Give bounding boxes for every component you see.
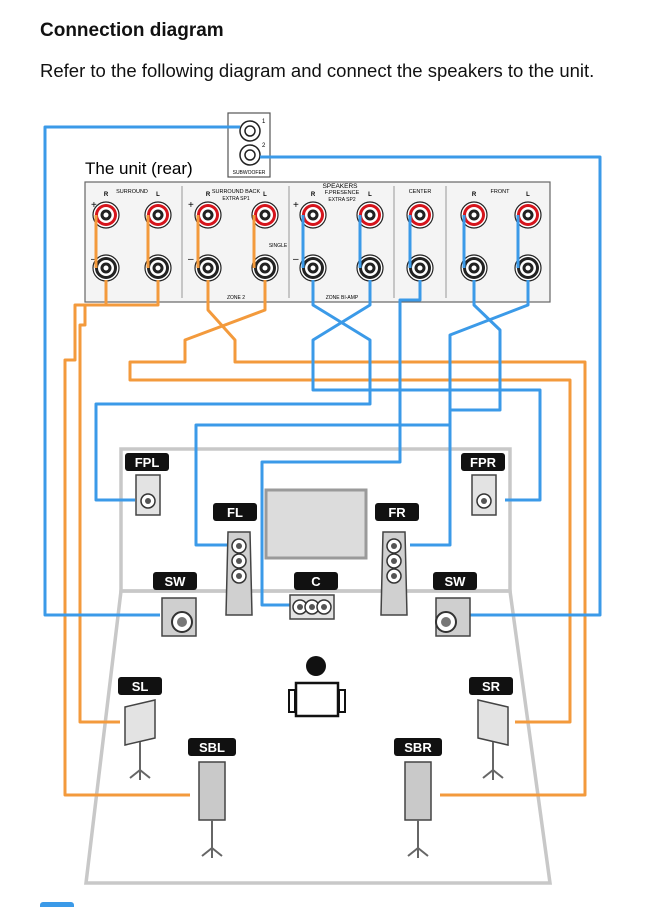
speaker-sbr — [404, 761, 432, 859]
listener-icon — [288, 656, 346, 718]
label-c: C — [311, 574, 321, 589]
speakers-header: SPEAKERS — [322, 183, 358, 190]
surround-back-plus-sign: + — [188, 200, 194, 211]
subwoofer-terminal: 1 2 SUBWOOFER — [227, 112, 271, 178]
speaker-fr — [380, 531, 408, 616]
speaker-sr — [477, 699, 509, 781]
extra-sp1-label: EXTRA SP1 — [222, 196, 249, 202]
label-sw-left: SW — [165, 574, 187, 589]
surround-back-r-label: R — [206, 192, 211, 198]
presence-plus-sign: + — [293, 200, 299, 211]
subwoofer-jack1-label: 1 — [262, 119, 266, 125]
label-sbr: SBR — [404, 740, 432, 755]
presence-r-label: R — [311, 192, 316, 198]
surround-back-l-label: L — [263, 192, 267, 198]
subwoofer-jack2-label: 2 — [262, 143, 266, 149]
subwoofer-terminal-label: SUBWOOFER — [233, 170, 266, 176]
tv-screen — [264, 488, 368, 560]
surround-minus-sign: – — [91, 254, 97, 265]
speaker-c — [289, 594, 335, 620]
front-label: FRONT — [491, 189, 511, 195]
surround-label: SURROUND — [116, 189, 148, 195]
zone2-label: ZONE 2 — [227, 295, 245, 301]
intro-text: Refer to the following diagram and conne… — [40, 60, 595, 81]
zone-biamp-label: ZONE BI-AMP — [326, 295, 359, 301]
speaker-fl — [225, 531, 253, 616]
unit-label: The unit (rear) — [85, 159, 193, 178]
presence-minus-sign: – — [293, 254, 299, 265]
surround-back-label: SURROUND BACK — [212, 189, 261, 195]
front-l-label: L — [526, 192, 530, 198]
terminal-panel: SPEAKERS SURROUND SURROUND BACK EXTRA SP… — [84, 181, 551, 303]
speaker-sw-left — [161, 597, 197, 637]
center-label: CENTER — [409, 189, 432, 195]
presence-l-label: L — [368, 192, 372, 198]
label-fpr: FPR — [470, 455, 497, 470]
label-sr: SR — [482, 679, 501, 694]
surround-l-label: L — [156, 192, 160, 198]
orange-cables — [63, 215, 587, 797]
label-fl: FL — [227, 505, 243, 520]
front-r-label: R — [472, 192, 477, 198]
label-sl: SL — [132, 679, 149, 694]
label-sbl: SBL — [199, 740, 225, 755]
label-fr: FR — [388, 505, 406, 520]
f-presence-label: F.PRESENCE — [325, 190, 360, 196]
speaker-fpr — [471, 474, 497, 516]
page-heading: Connection diagram — [40, 20, 224, 41]
speaker-fpl — [135, 474, 161, 516]
speaker-sl — [124, 699, 156, 781]
room-outline — [84, 447, 553, 885]
extra-sp2-label: EXTRA SP2 — [328, 197, 355, 203]
surround-back-minus-sign: – — [188, 254, 194, 265]
legend-swatch — [40, 902, 74, 907]
label-sw-right: SW — [445, 574, 467, 589]
speaker-sbl — [198, 761, 226, 859]
single-label: SINGLE — [269, 243, 288, 249]
label-fpl: FPL — [135, 455, 160, 470]
surround-plus-sign: + — [91, 200, 97, 211]
speaker-sw-right — [435, 597, 471, 637]
blue-cables — [43, 125, 602, 617]
speaker-labels: FPL FPR FL FR C SW SW SL SR SBL SBR — [118, 453, 513, 756]
surround-r-label: R — [104, 192, 109, 198]
